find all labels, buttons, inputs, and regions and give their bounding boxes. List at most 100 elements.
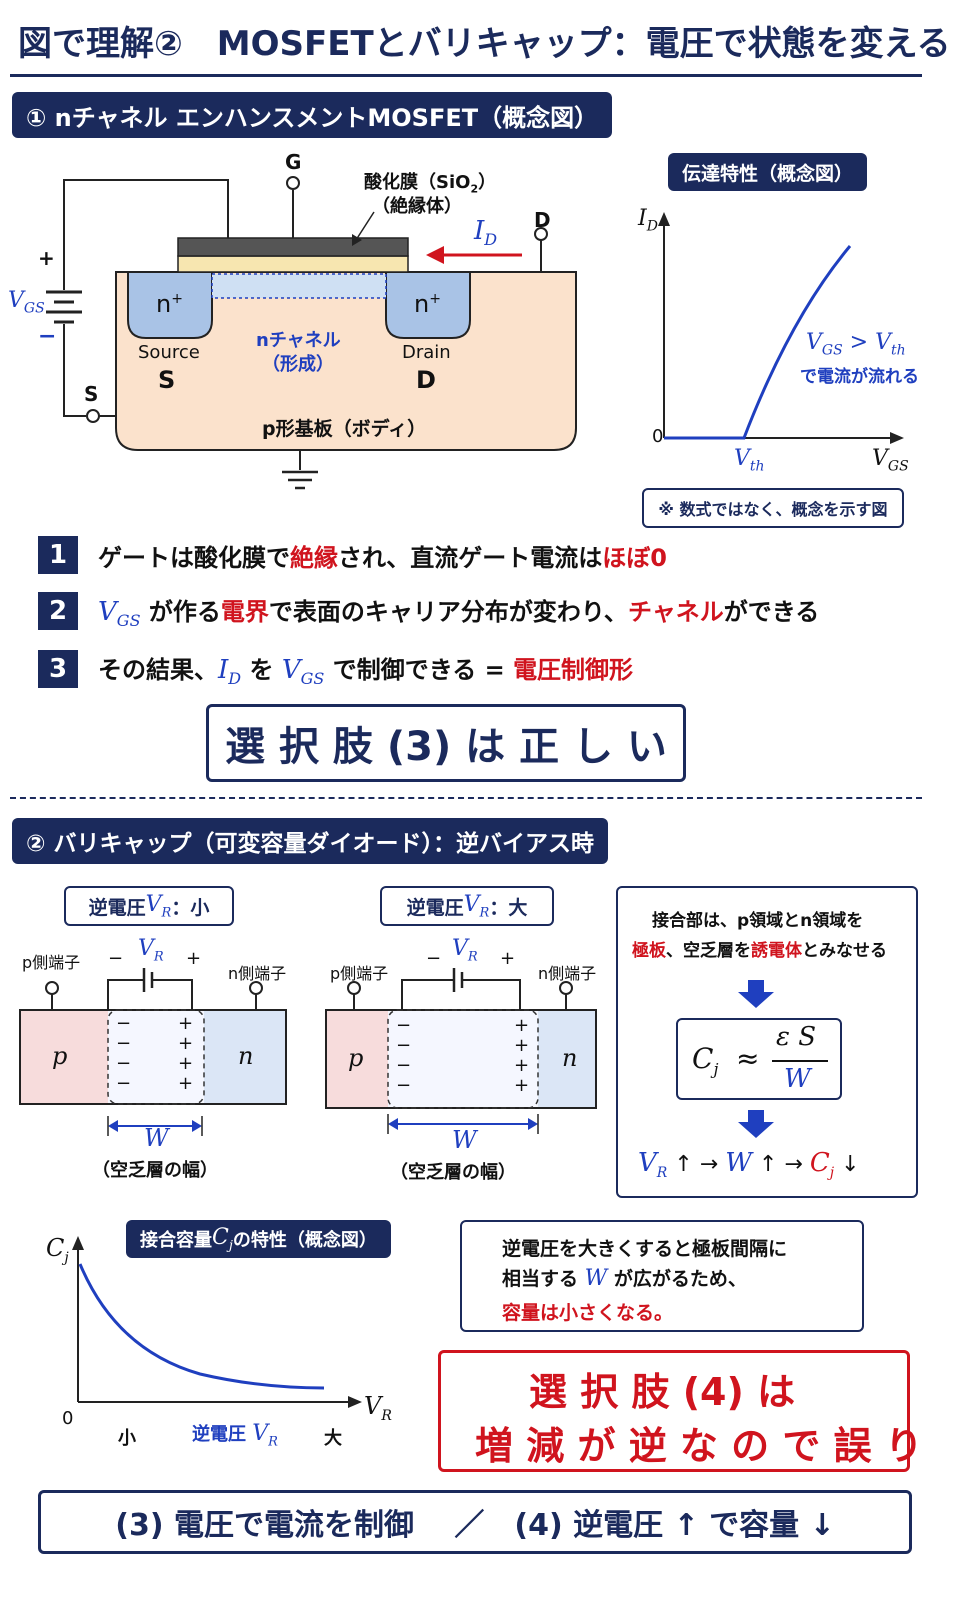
- battery-plus: +: [38, 246, 55, 270]
- cj-y-label: Cj: [46, 1234, 69, 1266]
- verdict-correct: 選 択 肢 (3) は 正 し い: [206, 704, 686, 782]
- varicap-small-n: n: [238, 1042, 254, 1070]
- transfer-curve: [664, 245, 852, 440]
- transfer-zero: 0: [652, 426, 664, 447]
- varicap-small-plus: +: [186, 948, 202, 969]
- drain-en-label: Drain: [402, 342, 451, 363]
- oxide-layer: [177, 255, 409, 273]
- section-divider: [10, 797, 922, 799]
- cj-mid-label: 逆電圧 VR: [192, 1421, 278, 1450]
- oxide-label: 酸化膜（SiO2）: [364, 172, 497, 196]
- varicap-large-p: p: [348, 1044, 364, 1072]
- varicap-large-pos-charges: ++++: [514, 1015, 530, 1096]
- cj-small: 小: [118, 1428, 136, 1449]
- channel-label-1: nチャネル: [256, 330, 341, 351]
- formula-numerator: ε S: [776, 1022, 817, 1052]
- varicap-small-p: p: [52, 1042, 68, 1070]
- verdict-incorrect-line-2: 増 減 が 逆 な の で 誤 り: [475, 1424, 923, 1468]
- title-rule: [10, 74, 922, 77]
- cj-zero: 0: [62, 1408, 74, 1429]
- formula-bar: [772, 1060, 828, 1062]
- verdict-incorrect: 選 択 肢 (4) は 増 減 が 逆 な の で 誤 り: [438, 1350, 923, 1472]
- nplus-drain-label: n+: [414, 290, 441, 318]
- transfer-chart: [658, 212, 904, 444]
- varicap-large-minus: −: [426, 948, 442, 969]
- cj-curve: [78, 1263, 325, 1390]
- varicap-large-w-caption: （空乏層の幅）: [390, 1162, 516, 1183]
- down-arrow-icon: [736, 980, 776, 1014]
- transfer-note: ※ 数式ではなく、概念を示す図: [642, 488, 904, 528]
- formula-denominator: W: [784, 1064, 811, 1094]
- source-terminal-label: S: [84, 382, 99, 406]
- varicap-small-vr: VR: [138, 936, 164, 965]
- varicap-small-label: 逆電圧 VR：小: [64, 886, 234, 926]
- summary-bar: (3) 電圧で電流を制御 ／ (4) 逆電圧 ↑ で容量 ↓: [38, 1490, 912, 1554]
- varicap-small-diagram: [19, 968, 287, 1136]
- source-terminal: [86, 409, 100, 423]
- cj-chart: [72, 1236, 362, 1408]
- point-1-number: 1: [38, 536, 78, 574]
- varicap-small-neg-charges: −−−−: [116, 1013, 132, 1094]
- verdict-incorrect-line-1: 選 択 肢 (4) は: [529, 1370, 796, 1414]
- gate-terminal: [286, 176, 300, 190]
- varicap-small-p-terminal: p側端子: [22, 953, 81, 972]
- nplus-drain-region: [385, 271, 471, 339]
- nplus-source-region: [127, 271, 213, 339]
- mosfet-diagram: [46, 176, 577, 490]
- explain-line-2: 極板、空乏層を誘電体とみなせる: [632, 941, 887, 961]
- vth-label: Vth: [734, 446, 765, 475]
- n-channel: [211, 273, 387, 299]
- varicap-large-diagram: [325, 968, 597, 1134]
- nplus-source-label: n+: [156, 290, 183, 318]
- point-2-number: 2: [38, 592, 78, 630]
- varicap-large-p-terminal: p側端子: [330, 964, 389, 983]
- source-letter: S: [158, 366, 176, 394]
- explain-line-1: 接合部は、p領域とn領域を: [652, 911, 864, 931]
- point-1-text: ゲートは酸化膜で絶縁され、直流ゲート電流はほぼ0: [98, 544, 667, 572]
- varicap-large-plus: +: [500, 948, 516, 969]
- reverse-voltage-note: 逆電圧を大きくすると極板間隔に 相当する W が広がるため、 容量は小さくなる。: [460, 1220, 864, 1332]
- cj-large: 大: [324, 1428, 342, 1449]
- cj-x-label: VR: [364, 1392, 392, 1424]
- vgs-label: VGS: [8, 288, 45, 317]
- varicap-small-pos-charges: ++++: [178, 1013, 194, 1094]
- drain-terminal-label: D: [534, 208, 551, 232]
- capacitance-explain-box: 接合部は、p領域とn領域を 極板、空乏層を誘電体とみなせる Cj ≈ ε S W…: [616, 886, 918, 1198]
- transfer-header: 伝達特性（概念図）: [668, 153, 868, 191]
- varicap-large-n-terminal: n側端子: [538, 964, 597, 983]
- varicap-large-vr: VR: [452, 936, 478, 965]
- substrate-label: p形基板（ボディ）: [262, 418, 427, 440]
- battery-minus: −: [38, 324, 57, 349]
- varicap-large-label: 逆電圧 VR：大: [380, 886, 554, 926]
- id-arrow-label: ID: [474, 216, 498, 250]
- page-title: 図で理解② MOSFETとバリキャップ：電圧で状態を変える: [18, 24, 951, 64]
- varicap-small-w-caption: （空乏層の幅）: [92, 1160, 218, 1181]
- formula-c: Cj: [692, 1042, 719, 1079]
- drain-terminal: [534, 227, 548, 241]
- varicap-small-minus: −: [108, 948, 124, 969]
- source-en-label: Source: [138, 342, 200, 363]
- varicap-large-n: n: [562, 1044, 578, 1072]
- formula-box: Cj ≈ ε S W: [676, 1018, 842, 1100]
- gate-electrode: [177, 237, 409, 257]
- transfer-condition: VGS > Vth: [806, 330, 906, 359]
- down-arrow-icon-2: [736, 1110, 776, 1144]
- formula-approx: ≈: [736, 1042, 760, 1075]
- transfer-y-label: ID: [638, 206, 658, 235]
- note-line-2: 相当する W が広がるため、: [502, 1266, 747, 1291]
- drain-letter: D: [416, 366, 436, 394]
- insulator-label: （絶縁体）: [372, 196, 462, 217]
- explain-chain: VR ↑ → W ↑ → Cj ↓: [638, 1148, 860, 1182]
- cj-chart-header: 接合容量 Cj の特性（概念図）: [126, 1220, 391, 1258]
- point-3-number: 3: [38, 650, 78, 688]
- point-2-text: VGS が作る電界で表面のキャリア分布が変わり、チャネルができる: [98, 597, 820, 631]
- section1-header: ① nチャネル エンハンスメントMOSFET（概念図）: [12, 92, 613, 138]
- note-line-1: 逆電圧を大きくすると極板間隔に: [502, 1238, 788, 1260]
- varicap-small-w: W: [144, 1124, 169, 1152]
- varicap-large-neg-charges: −−−−: [396, 1015, 412, 1096]
- varicap-large-w: W: [452, 1126, 477, 1154]
- note-line-3: 容量は小さくなる。: [502, 1302, 674, 1324]
- gate-label: G: [285, 150, 302, 174]
- varicap-small-n-terminal: n側端子: [228, 964, 287, 983]
- section2-header: ② バリキャップ（可変容量ダイオード）：逆バイアス時: [12, 818, 608, 864]
